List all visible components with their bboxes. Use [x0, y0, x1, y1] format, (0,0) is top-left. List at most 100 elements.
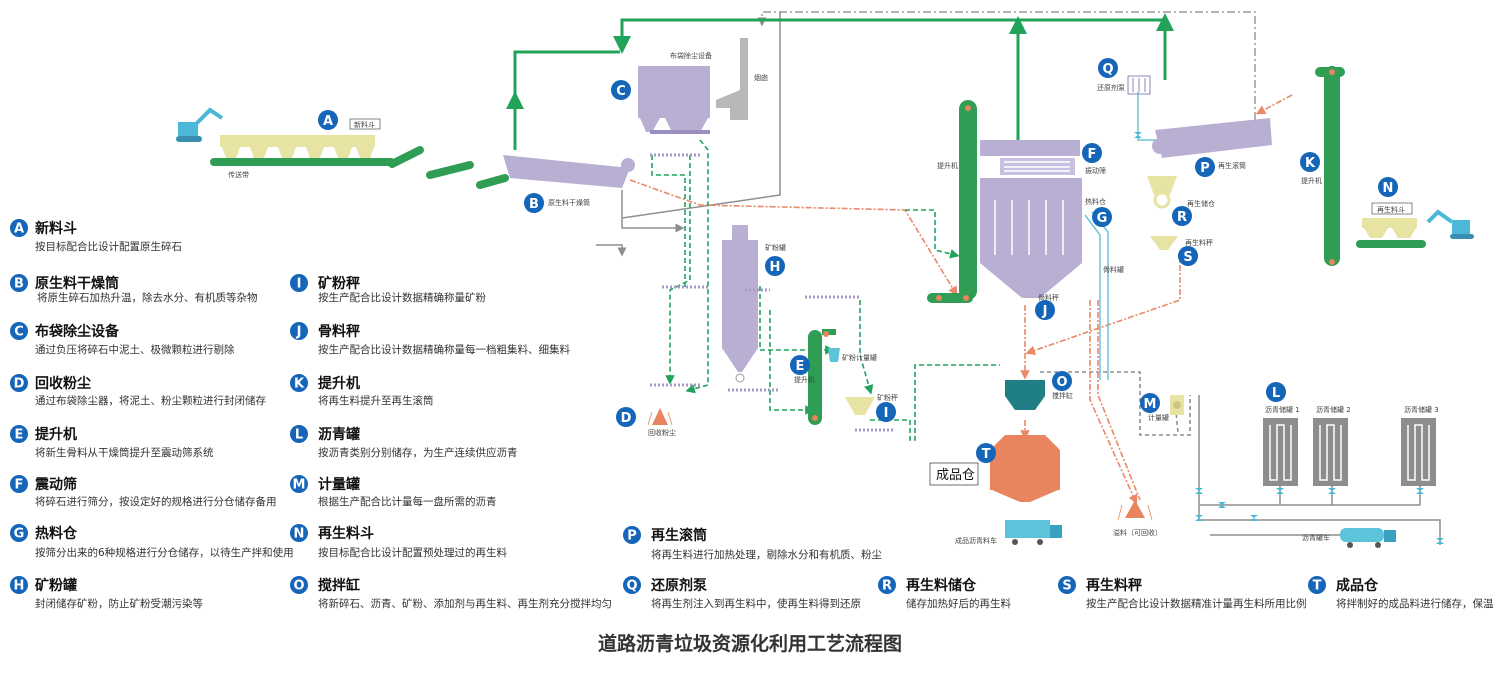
finished-truck-label: 成品沥青料车 [955, 536, 997, 545]
diagram-badges: A B C D E F G H I J K L M N O P Q R S T [318, 58, 1398, 463]
hot-bin: 振动筛 热料仓 骨料秤 骨料罐 [980, 140, 1124, 302]
svg-text:O: O [293, 579, 304, 594]
legend-title: 回收粉尘 [35, 375, 91, 392]
overflow-pile: 溢料（可回收） [1113, 500, 1162, 537]
legend-desc: 按生产配合比设计数据精确称量矿粉 [318, 291, 486, 304]
badge-e: E [790, 355, 810, 375]
legend-desc: 将拌制好的成品料进行储存，保温 [1336, 597, 1494, 610]
conveyor-label: 传送带 [228, 170, 249, 179]
legend-title: 再生料储仓 [906, 577, 977, 594]
svg-text:C: C [616, 84, 626, 99]
legend-title: 再生料秤 [1086, 577, 1142, 594]
legend-desc: 按生产配合比设计数据精准计量再生料所用比例 [1086, 597, 1307, 610]
svg-text:H: H [14, 579, 25, 594]
legend-desc: 将新生骨料从干燥筒提升至震动筛系统 [35, 446, 214, 459]
badge-t: T [976, 443, 996, 463]
svg-text:R: R [1177, 210, 1187, 225]
legend-desc: 将碎石进行筛分，按设定好的规格进行分仓储存备用 [35, 495, 277, 508]
legend-title: 布袋除尘设备 [35, 323, 120, 340]
svg-text:L: L [1272, 386, 1280, 401]
legend-desc: 将原生碎石加热升温，除去水分、有机质等杂物 [37, 291, 258, 304]
legend-desc: 根据生产配合比计量每一盘所需的沥青 [318, 495, 497, 508]
legend-title: 原生料干燥筒 [35, 275, 119, 292]
svg-text:P: P [627, 529, 637, 544]
rails [650, 153, 895, 432]
pipelines [506, 11, 1441, 545]
new-hopper: 新料斗 [220, 118, 381, 158]
badge-k: K [1300, 152, 1320, 172]
legend-title: 计量罐 [318, 476, 360, 493]
badge-c: C [611, 80, 631, 100]
asphalt-tanks: 沥青储罐 1 沥青储罐 2 沥青储罐 3 [1263, 405, 1439, 486]
badge-i: I [876, 402, 896, 422]
legend-title: 提升机 [318, 375, 360, 392]
svg-text:K: K [1305, 156, 1316, 171]
badge-s: S [1178, 246, 1198, 266]
legend-desc: 按生产配合比设计数据精确称量每一档粗集料、细集料 [318, 343, 570, 356]
svg-text:J: J [296, 325, 302, 340]
svg-text:P: P [1200, 161, 1210, 176]
legend-desc: 将再生料提升至再生滚筒 [318, 394, 434, 407]
svg-text:T: T [982, 447, 991, 462]
badge-n: N [1378, 177, 1398, 197]
new-hopper-tag: 新料斗 [354, 120, 375, 129]
legend-title: 成品仓 [1336, 577, 1379, 594]
screen-label: 振动筛 [1085, 166, 1106, 175]
recovered-dust: 回收粉尘 [647, 408, 676, 437]
legend-title: 再生料斗 [318, 525, 374, 542]
powder-tank: 矿粉罐 [722, 225, 786, 383]
main-conveyor [210, 158, 395, 166]
legend-desc: 将新碎石、沥青、矿粉、添加剂与再生料、再生剂充分搅拌均匀 [318, 597, 612, 610]
elevator-k-label: 提升机 [1301, 176, 1322, 185]
legend-desc: 储存加热好后的再生料 [906, 597, 1011, 610]
powder-silo: 矿粉计量罐 矿粉秤 [828, 348, 898, 415]
asphalt-truck-label: 沥青罐车 [1302, 533, 1330, 542]
mixer-label: 搅拌缸 [1052, 391, 1073, 400]
svg-text:K: K [294, 377, 305, 392]
legend-desc: 按筛分出来的6种规格进行分仓储存，以待生产拌和使用 [35, 546, 294, 559]
elevator-e: 提升机 [794, 329, 836, 425]
badge-d: D [616, 407, 636, 427]
badge-h: H [765, 256, 785, 276]
legend-desc: 按目标配合比设计配置预处理过的再生料 [318, 546, 507, 559]
legend-title: 骨料秤 [318, 323, 360, 340]
dryer-drum: 原生料干燥筒 [503, 155, 635, 207]
badge-o: O [1052, 371, 1072, 391]
svg-text:A: A [323, 114, 333, 129]
recycle-storage-label: 再生储仓 [1187, 199, 1215, 208]
legend-title: 矿粉秤 [318, 275, 360, 292]
baghouse: 布袋除尘设备 [638, 51, 712, 134]
asphalt-tank-3-label: 沥青储罐 3 [1404, 405, 1439, 414]
svg-text:J: J [1042, 304, 1048, 319]
legend-title: 热料仓 [35, 525, 78, 542]
asphalt-tank-2: 沥青储罐 2 [1313, 405, 1351, 486]
svg-text:T: T [1313, 579, 1322, 594]
asphalt-tank-1-label: 沥青储罐 1 [1265, 405, 1300, 414]
elevator-f: 提升机 [927, 100, 977, 303]
legend-desc: 按目标配合比设计配置原生碎石 [35, 240, 182, 253]
legend-title: 震动筛 [34, 476, 77, 493]
equipment: 新料斗 传送带 原生料干燥筒 布袋除尘设备 烟囱 [176, 38, 1474, 548]
svg-text:H: H [770, 260, 781, 275]
svg-text:I: I [297, 277, 302, 292]
svg-text:S: S [1183, 250, 1192, 265]
asphalt-tank-1: 沥青储罐 1 [1263, 405, 1300, 486]
legend-desc: 将再生料进行加热处理，剔除水分和有机质、粉尘 [651, 548, 882, 561]
svg-text:B: B [14, 277, 24, 292]
powder-silo-label: 矿粉计量罐 [842, 353, 877, 362]
badge-m: M [1140, 393, 1160, 413]
baghouse-label: 布袋除尘设备 [670, 51, 712, 60]
legend-desc: 按沥青类别分别储存，为生产连续供应沥青 [318, 446, 518, 459]
